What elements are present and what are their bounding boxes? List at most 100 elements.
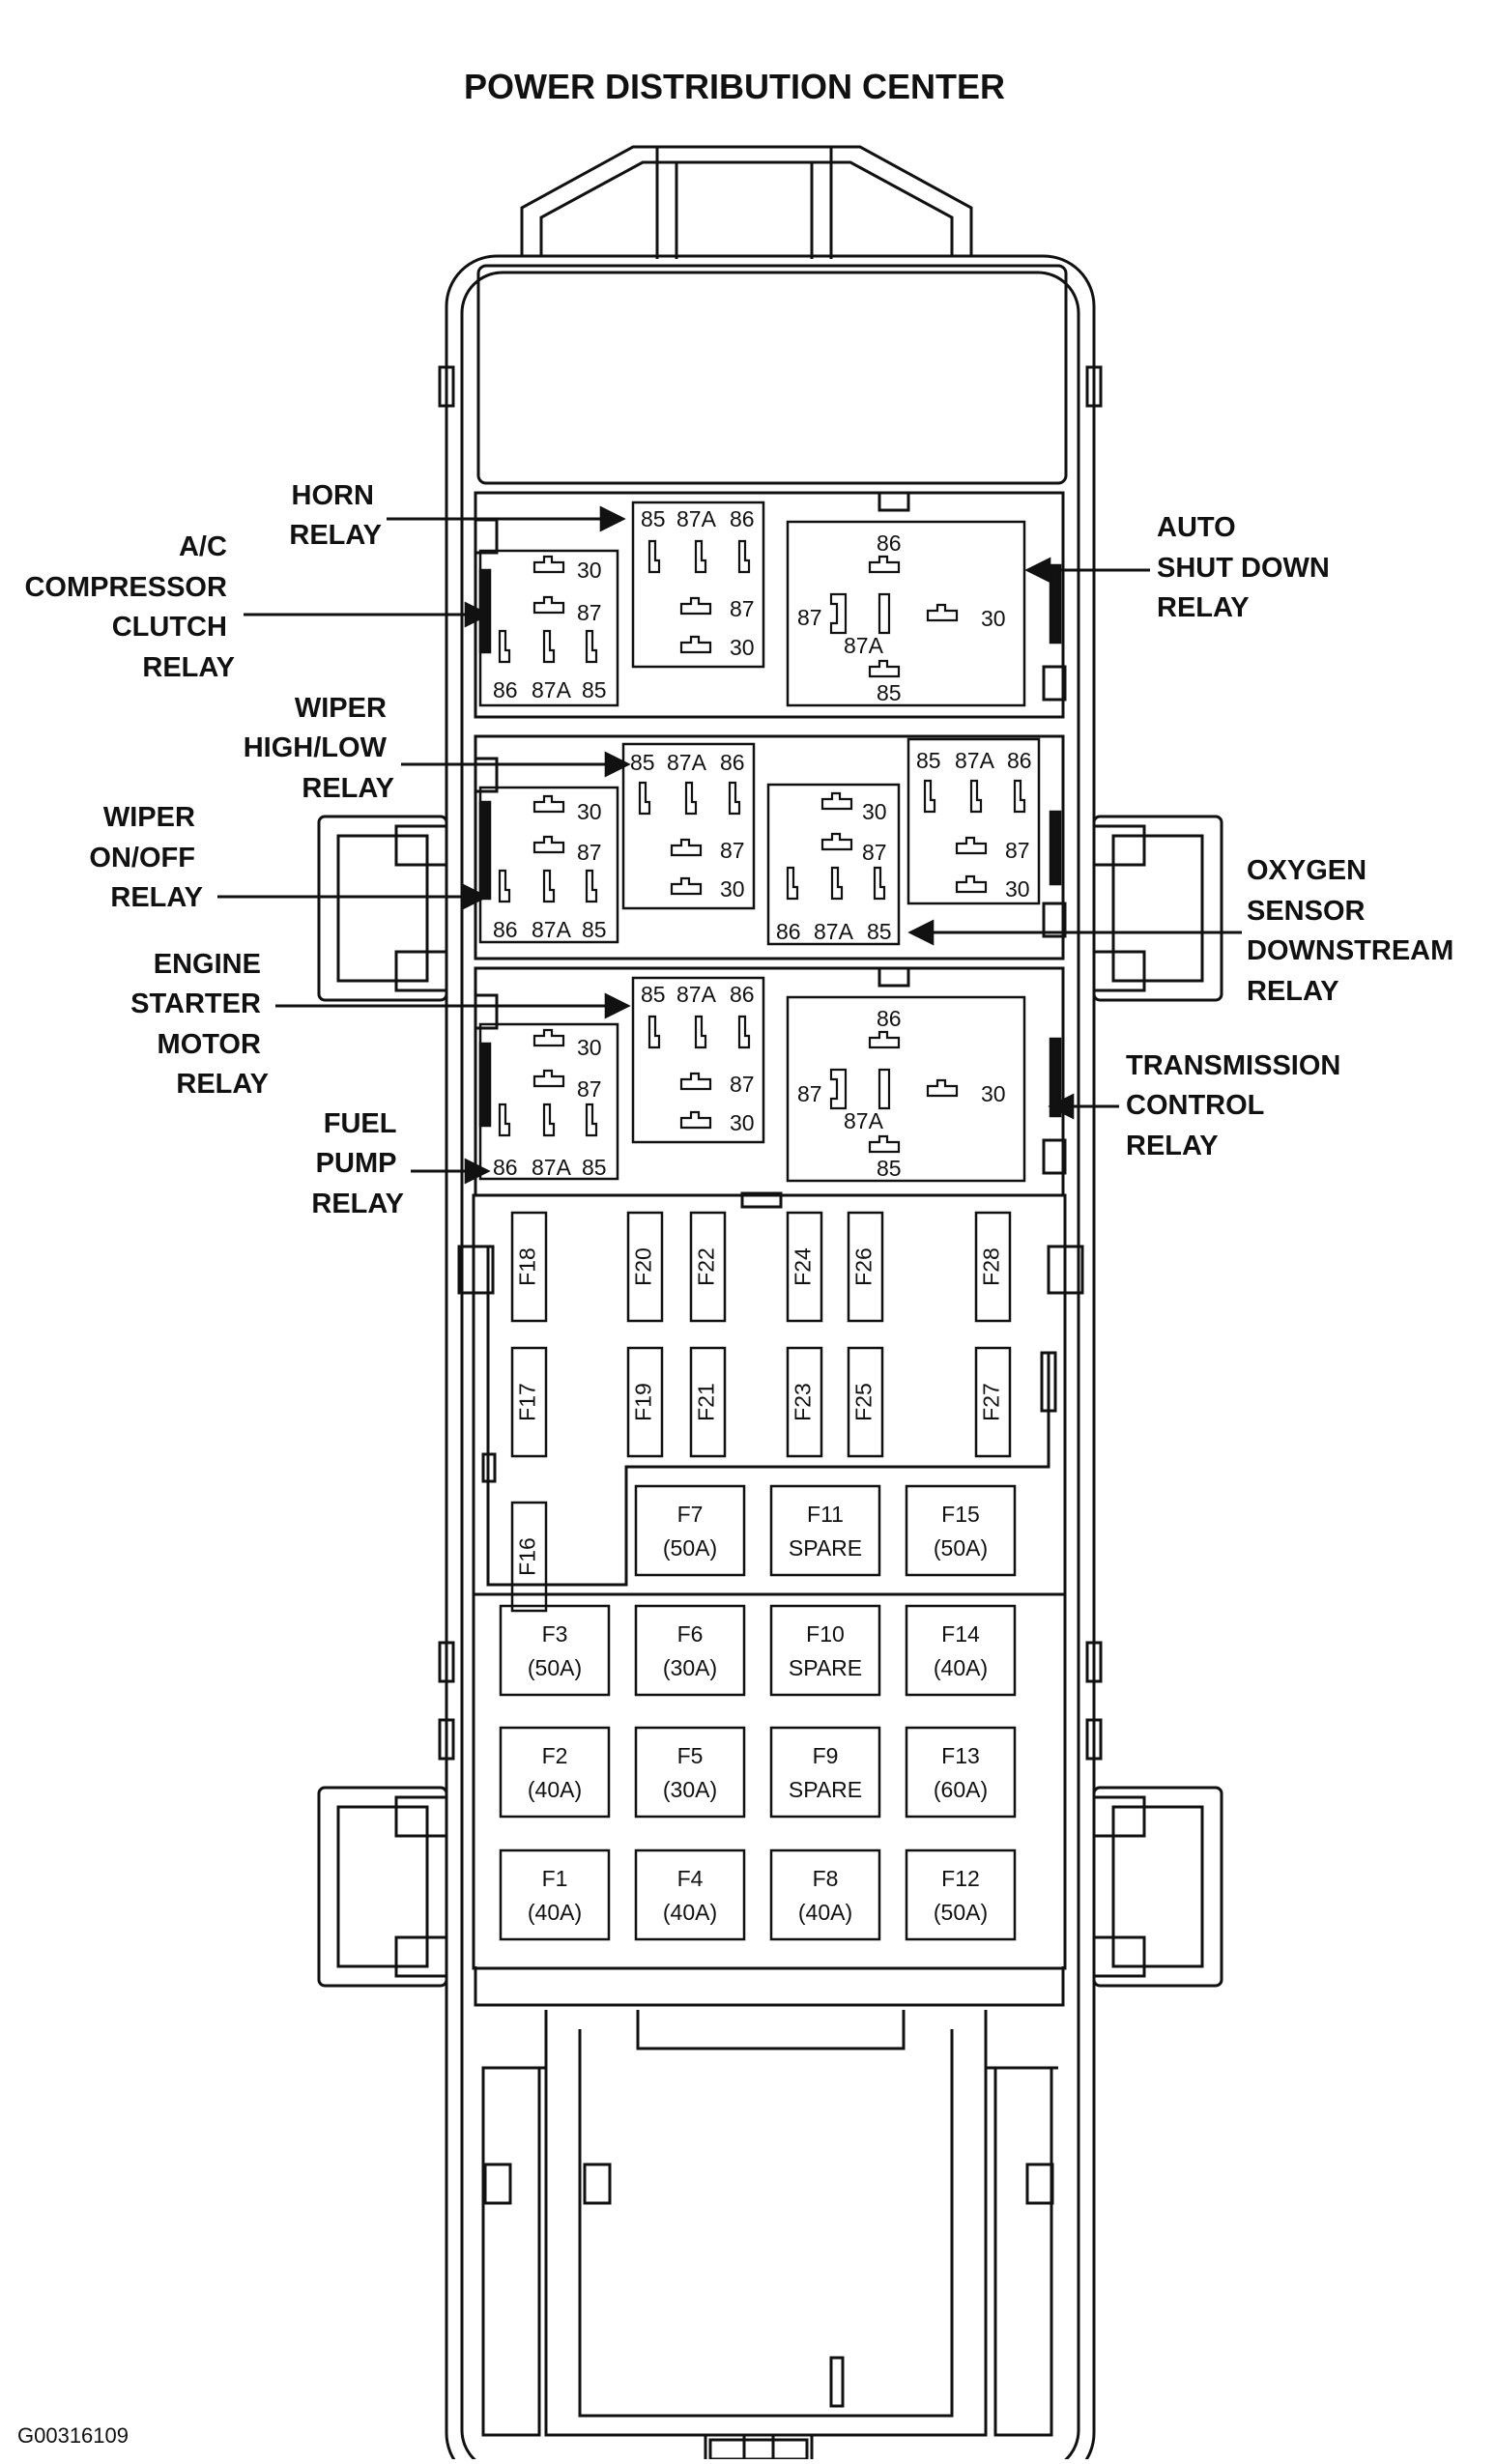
maxi-fuse-id: F2 — [542, 1743, 568, 1768]
pin-label: 30 — [1005, 876, 1030, 902]
pin-slot — [498, 629, 511, 664]
maxi-fuse-rating: (50A) — [528, 1655, 582, 1680]
pin-slot — [737, 539, 751, 574]
pin-label: 85 — [582, 1155, 607, 1180]
pin-slot — [868, 1030, 901, 1049]
maxi-fuse-id: F6 — [677, 1621, 704, 1647]
pin-label: 87A — [676, 506, 717, 531]
pin-slot — [694, 1015, 707, 1049]
pin-label: 86 — [493, 917, 518, 942]
pin-label: 86 — [720, 750, 745, 775]
maxi-fuse-id: F11 — [807, 1502, 844, 1527]
oxygen-sensor-downstream-relay-label: OXYGEN SENSOR DOWNSTREAM RELAY — [1247, 855, 1461, 1007]
pin-label: 30 — [981, 606, 1006, 631]
mini-fuse-label: F23 — [791, 1383, 816, 1421]
pin-label: 85 — [641, 506, 666, 531]
mini-fuse: F17 — [510, 1346, 548, 1458]
pin-label: 85 — [630, 750, 655, 775]
pin-label: 85 — [916, 748, 941, 773]
mini-fuse: F28 — [974, 1211, 1012, 1323]
maxi-fuse-id: F12 — [941, 1866, 980, 1891]
transmission-control-relay-label: TRANSMISSION CONTROL RELAY — [1126, 1050, 1348, 1161]
auto-shut-down-relay-label: AUTO SHUT DOWN RELAY — [1157, 512, 1338, 623]
relay-housings — [478, 501, 1062, 1183]
pin-slot — [969, 779, 983, 814]
maxi-fuse-id: F10 — [806, 1621, 845, 1647]
mini-fuse: F22 — [689, 1211, 727, 1323]
pin-label: 87 — [577, 840, 602, 865]
pin-label: 85 — [877, 680, 902, 705]
pin-slot — [868, 659, 901, 678]
pin-slot — [585, 629, 598, 664]
pin-label: 87A — [676, 982, 717, 1007]
ac-compressor-clutch-relay-label: A/C COMPRESSOR CLUTCH RELAY — [24, 531, 235, 683]
pin-slot — [737, 1015, 751, 1049]
pin-label: 87A — [532, 677, 572, 702]
pin-slot — [877, 1068, 891, 1110]
pin-label: 85 — [582, 917, 607, 942]
pin-slot — [829, 1068, 848, 1110]
maxi-fuse-rating: (50A) — [663, 1535, 717, 1561]
pin-label: 87 — [577, 600, 602, 625]
maxi-fuse-rating: (40A) — [798, 1900, 852, 1925]
pin-label: 30 — [981, 1081, 1006, 1106]
mini-fuse: F19 — [626, 1346, 664, 1458]
maxi-fuse-id: F4 — [677, 1866, 704, 1891]
maxi-fuse-id: F8 — [813, 1866, 839, 1891]
pin-label: 87 — [730, 596, 755, 621]
pin-label: 87 — [862, 840, 887, 865]
pin-slots — [498, 539, 1026, 1154]
mini-fuse-label: F26 — [851, 1247, 877, 1286]
pin-slot — [877, 592, 891, 635]
pin-label: 86 — [877, 1006, 902, 1031]
maxi-fuse-rating: (30A) — [663, 1655, 717, 1680]
pin-slot — [532, 555, 565, 574]
maxi-fuse: F14(40A) — [905, 1604, 1017, 1697]
pin-label: 30 — [577, 1035, 602, 1060]
pin-label: 85 — [641, 982, 666, 1007]
wiper-on-off-relay-label: WIPER ON/OFF RELAY — [89, 802, 203, 913]
pin-slot — [542, 869, 556, 903]
pin-slot — [647, 1015, 661, 1049]
pin-slot — [679, 1110, 712, 1130]
mini-fuse-label: F24 — [791, 1247, 816, 1286]
pin-slot — [728, 781, 741, 816]
maxi-fuse-rating: (30A) — [663, 1777, 717, 1802]
maxi-fuse: F5(30A) — [634, 1726, 746, 1819]
maxi-fuse: F4 (40A) — [634, 1848, 746, 1941]
mini-fuse-label: F21 — [694, 1383, 719, 1421]
pin-label: 30 — [730, 635, 755, 660]
maxi-fuse-rating: (50A) — [934, 1535, 988, 1561]
maxi-fuse: F7 (50A) — [634, 1484, 746, 1577]
pin-slot — [585, 1103, 598, 1137]
pin-slot — [542, 629, 556, 664]
maxi-fuse: F12(50A) — [905, 1848, 1017, 1941]
pin-label: 30 — [577, 799, 602, 824]
pin-slot — [498, 1103, 511, 1137]
maxi-fuse-layer: F1(40A)F2(40A)F3(50A)F4(40A)F5(30A)F6(30… — [499, 1484, 1017, 1941]
pin-slot — [926, 1078, 959, 1098]
maxi-fuse: F13(60A) — [905, 1726, 1017, 1819]
pin-label: 87A — [844, 633, 884, 658]
mini-fuse: F20 — [626, 1211, 664, 1323]
pin-slot — [532, 835, 565, 854]
mini-fuse: F25 — [847, 1346, 884, 1458]
pin-slot — [670, 838, 703, 857]
pin-slot — [647, 539, 661, 574]
maxi-fuse: F8 (40A) — [769, 1848, 881, 1941]
pin-label: 87A — [532, 1155, 572, 1180]
maxi-fuse-rating: (40A) — [663, 1900, 717, 1925]
mini-fuse: F27 — [974, 1346, 1012, 1458]
maxi-fuse-id: F14 — [941, 1621, 980, 1647]
maxi-fuse: F2(40A) — [499, 1726, 611, 1819]
pin-label: 86 — [493, 677, 518, 702]
maxi-fuse-id: F7 — [677, 1502, 704, 1527]
pin-slot — [585, 869, 598, 903]
pin-label: 86 — [877, 530, 902, 556]
